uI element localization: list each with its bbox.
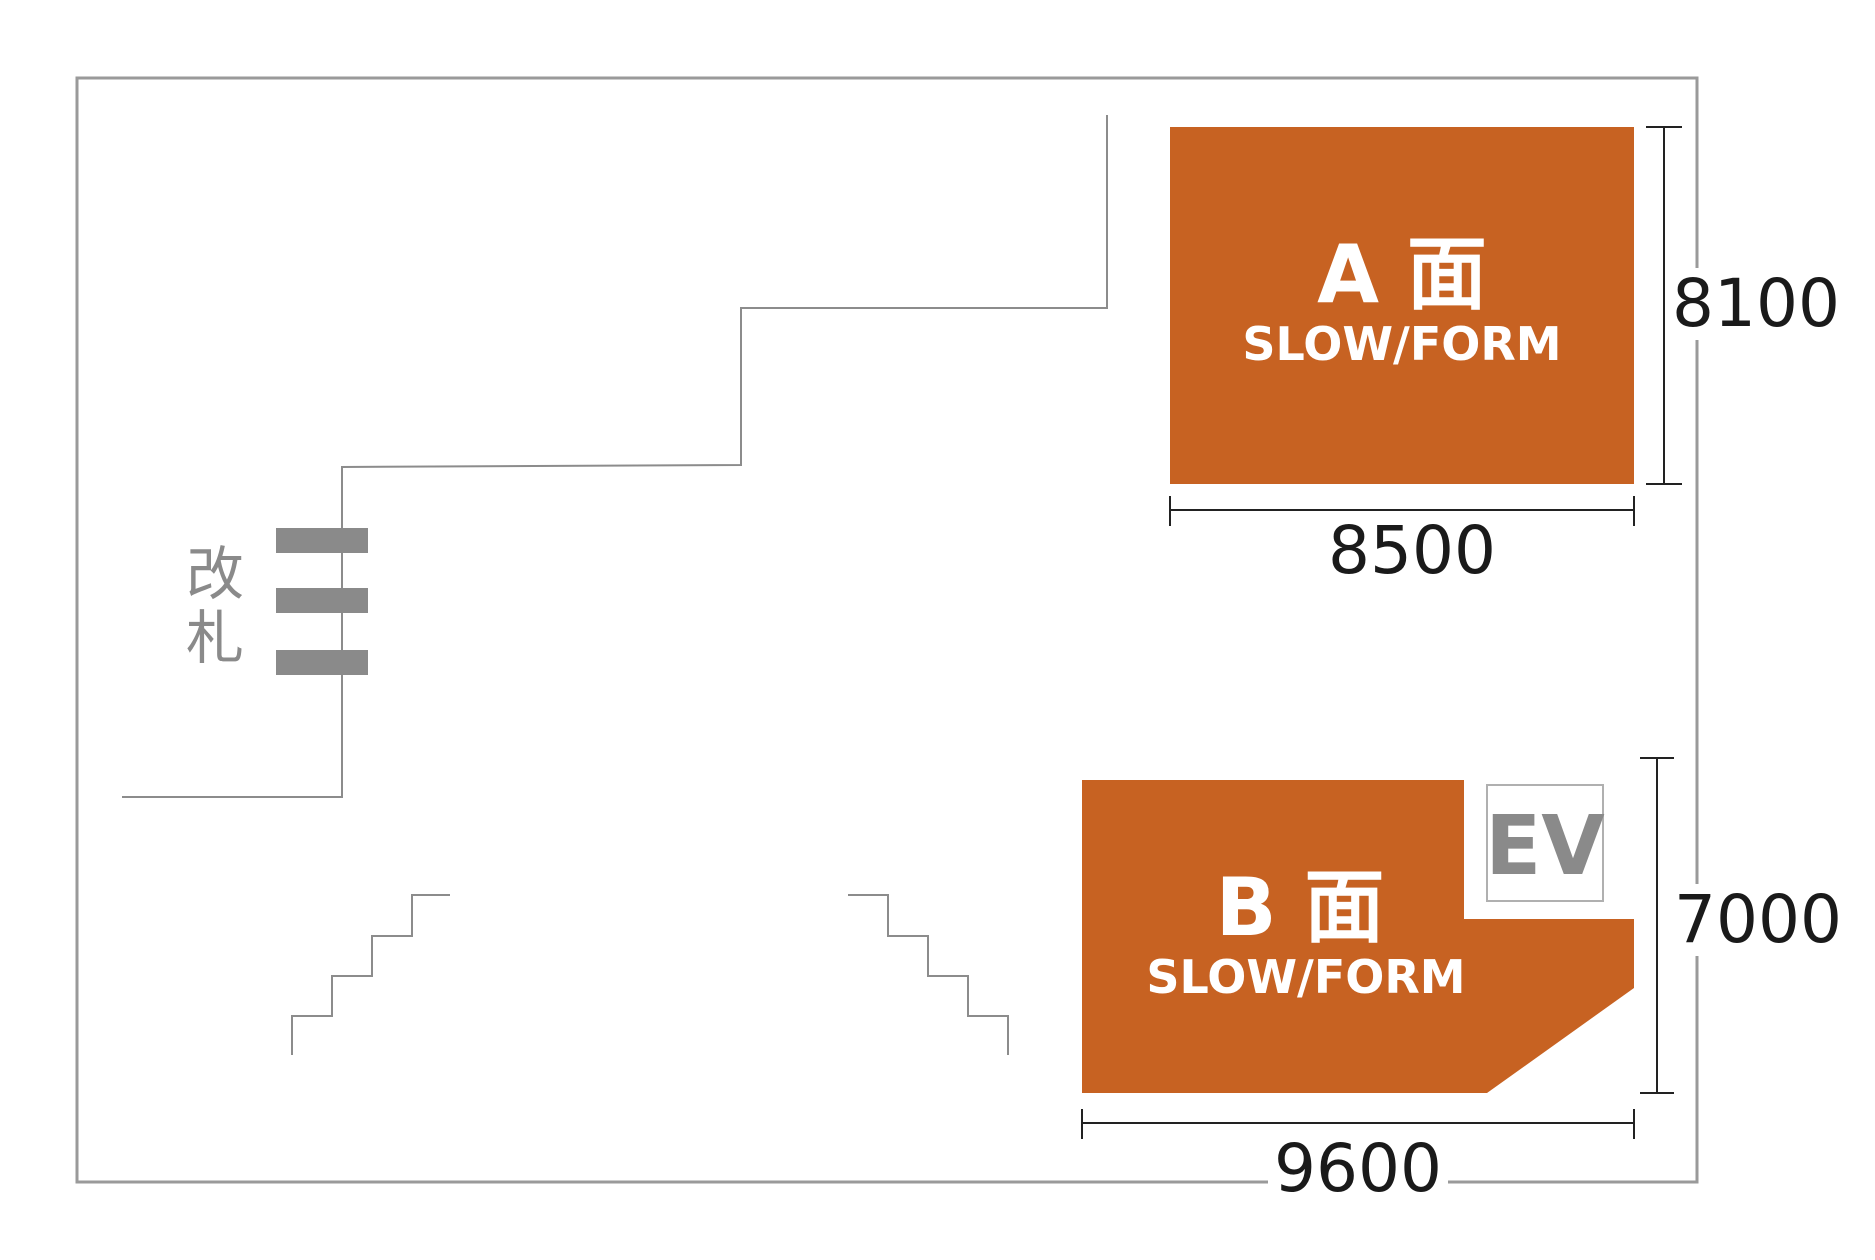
- stairs-left: [291, 894, 450, 1055]
- ticket-gate-bar: [276, 650, 368, 675]
- stairs-right: [848, 894, 1009, 1055]
- elevator-box: [1486, 784, 1604, 902]
- dimension-b-width-label: 9600: [1274, 1130, 1442, 1207]
- zone-a: [1170, 127, 1634, 484]
- zone-b: [1082, 780, 1634, 1093]
- zone-a-title: A 面: [1317, 228, 1487, 321]
- ticket-gate-label-2: 札: [186, 604, 244, 672]
- dimension-a-width-label: 8500: [1328, 512, 1496, 589]
- dimension-b-height-label: 7000: [1674, 881, 1842, 958]
- dimension-b-height: [1640, 757, 1674, 1094]
- zone-b-subtitle: SLOW/FORM: [1146, 950, 1465, 1004]
- ticket-gate-bar: [276, 588, 368, 613]
- zone-b-title: B 面: [1216, 861, 1385, 954]
- dimension-b-width: [1081, 1109, 1635, 1139]
- corridor-wall: [122, 115, 1108, 798]
- dimension-a-width: [1169, 496, 1635, 526]
- zone-a-subtitle: SLOW/FORM: [1242, 317, 1561, 371]
- ticket-gate-bar: [276, 528, 368, 553]
- elevator-label: EV: [1485, 799, 1605, 894]
- dimension-a-height: [1646, 126, 1682, 485]
- ticket-gate-label-1: 改: [186, 540, 244, 608]
- floor-boundary: [75, 76, 1699, 1184]
- dimension-a-height-label: 8100: [1672, 265, 1840, 342]
